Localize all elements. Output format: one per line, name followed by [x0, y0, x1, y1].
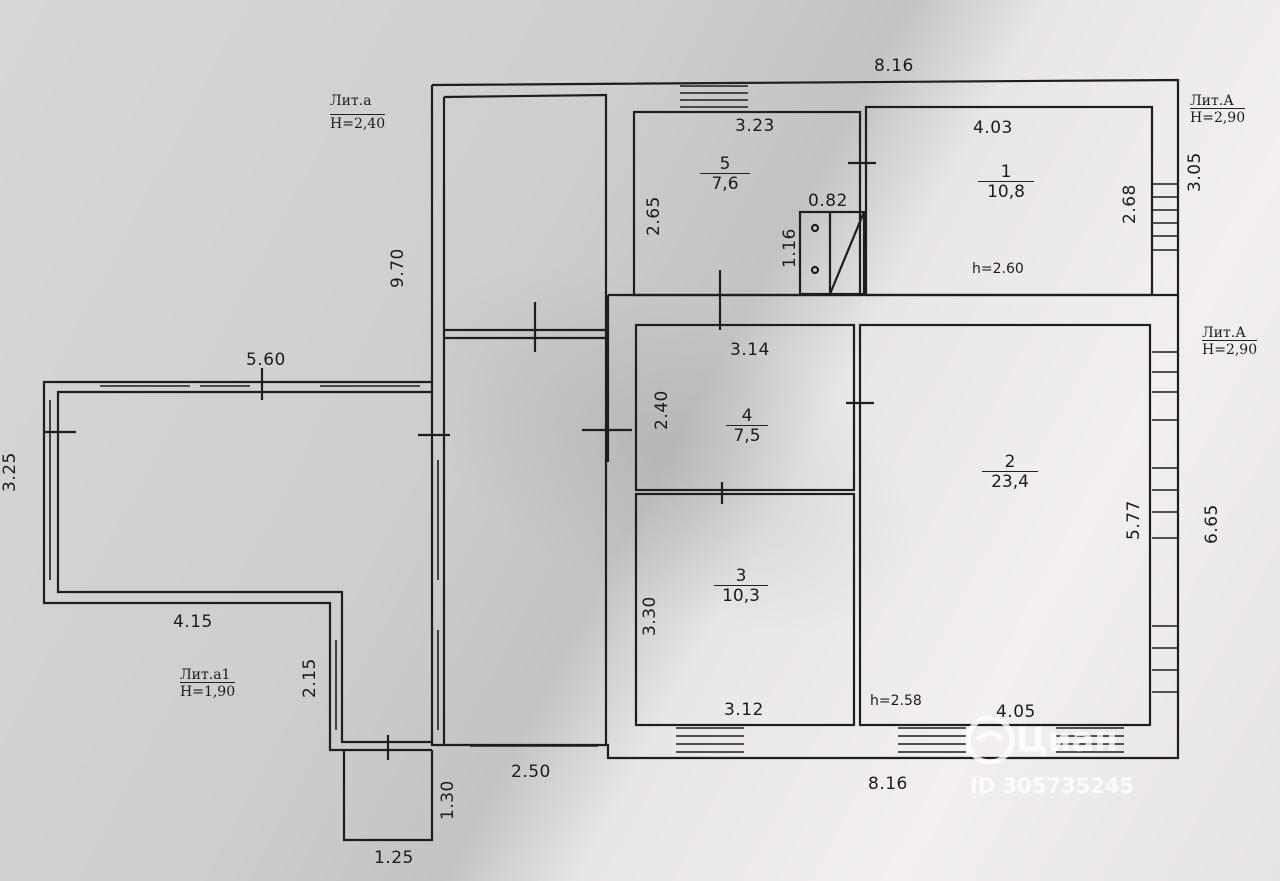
watermark-logo-icon	[965, 715, 1015, 765]
dim-room3-width: 3.12	[724, 700, 764, 720]
veranda-inner-wall	[56, 390, 432, 744]
window-right-4	[1152, 625, 1178, 693]
literal-A-mid-height: Н=2,90	[1202, 340, 1258, 358]
literal-a1-height: Н=1,90	[180, 682, 236, 700]
dim-porch-height: 1.30	[438, 780, 458, 820]
dim-stair-width: 0.82	[808, 191, 848, 211]
dim-room2-width: 4.05	[996, 702, 1036, 722]
dim-room4-width: 3.14	[730, 340, 770, 360]
dim-room1-height: 2.68	[1120, 184, 1140, 224]
window-bottom-3	[1056, 727, 1124, 753]
stair-mark-2	[810, 265, 820, 275]
dim-stair-height: 1.16	[780, 228, 800, 268]
annex-inner-wall	[443, 93, 608, 745]
literal-a-name: Лит.а	[330, 93, 372, 109]
stair-outline	[798, 210, 866, 296]
porch-outline	[342, 750, 434, 842]
dim-porch-width: 1.25	[374, 848, 414, 868]
dim-right-bottom-height: 6.65	[1202, 504, 1222, 544]
room-3-label: 3 10,3	[714, 568, 768, 605]
dim-room5-height: 2.65	[644, 196, 664, 236]
room-4-label: 4 7,5	[726, 408, 768, 445]
dim-right-top-height: 3.05	[1185, 152, 1205, 192]
literal-a-height: Н=2,40	[330, 114, 386, 132]
stair-diagonal	[828, 211, 866, 295]
dim-room3-height: 3.30	[640, 596, 660, 636]
dim-room1-width: 4.03	[973, 118, 1013, 138]
window-right-3	[1152, 467, 1178, 539]
room-2-height: h=2.58	[870, 693, 922, 709]
room-1-label: 1 10,8	[978, 164, 1034, 201]
window-bottom-1	[676, 727, 744, 753]
literal-A-top-height: Н=2,90	[1190, 108, 1246, 126]
window-top	[680, 85, 748, 108]
room-4-area: 7,5	[726, 425, 768, 445]
room-2-number: 2	[1004, 452, 1016, 472]
dim-veranda-bottom: 4.15	[173, 612, 213, 632]
dim-bottom-total: 8.16	[868, 774, 908, 794]
dim-veranda-side: 2.15	[300, 658, 320, 698]
room-3-area: 10,3	[714, 585, 768, 605]
window-right-2	[1152, 351, 1178, 421]
room-5-label: 5 7,6	[700, 156, 750, 193]
room-3-outline	[634, 492, 856, 727]
room-2-label: 2 23,4	[982, 454, 1038, 491]
room-1-height: h=2.60	[972, 261, 1024, 277]
literal-A-top-name: Лит.А	[1190, 93, 1234, 109]
main-house-outer-wall	[430, 78, 1180, 760]
literal-A-mid-name: Лит.А	[1202, 325, 1246, 341]
room-5-area: 7,6	[700, 173, 750, 193]
literal-a1-name: Лит.а1	[180, 667, 231, 683]
dim-left-height: 9.70	[388, 248, 408, 288]
dim-veranda-width: 5.60	[246, 350, 286, 370]
dim-middle-bottom: 2.50	[511, 762, 551, 782]
window-bottom-2	[898, 727, 966, 753]
dim-veranda-height: 3.25	[0, 452, 20, 492]
literal-A-mid-label: Лит.А Н=2,90	[1202, 325, 1258, 358]
stair-mark-1	[810, 223, 820, 233]
literal-a1-label: Лит.а1 Н=1,90	[180, 667, 236, 700]
literal-A-top-label: Лит.А Н=2,90	[1190, 93, 1246, 126]
room-1-number: 1	[1000, 162, 1012, 182]
room-1-area: 10,8	[978, 181, 1034, 201]
dim-top-total: 8.16	[874, 56, 914, 76]
room-5-number: 5	[719, 154, 731, 174]
veranda-outer-wall	[42, 380, 432, 752]
watermark-brand: Циан	[1016, 720, 1118, 760]
room-2-area: 23,4	[982, 471, 1038, 491]
literal-a-label: Лит.а Н=2,40	[330, 93, 386, 132]
room-4-outline	[634, 323, 856, 492]
dim-room2-height: 5.77	[1124, 500, 1144, 540]
room-3-number: 3	[735, 566, 747, 586]
watermark-id: ID 305735245	[970, 774, 1135, 798]
room-4-number: 4	[741, 406, 753, 426]
dim-room4-height: 2.40	[652, 390, 672, 430]
window-right-1	[1152, 183, 1178, 251]
room-2-outline	[858, 323, 1152, 727]
dim-room5-width: 3.23	[735, 116, 775, 136]
